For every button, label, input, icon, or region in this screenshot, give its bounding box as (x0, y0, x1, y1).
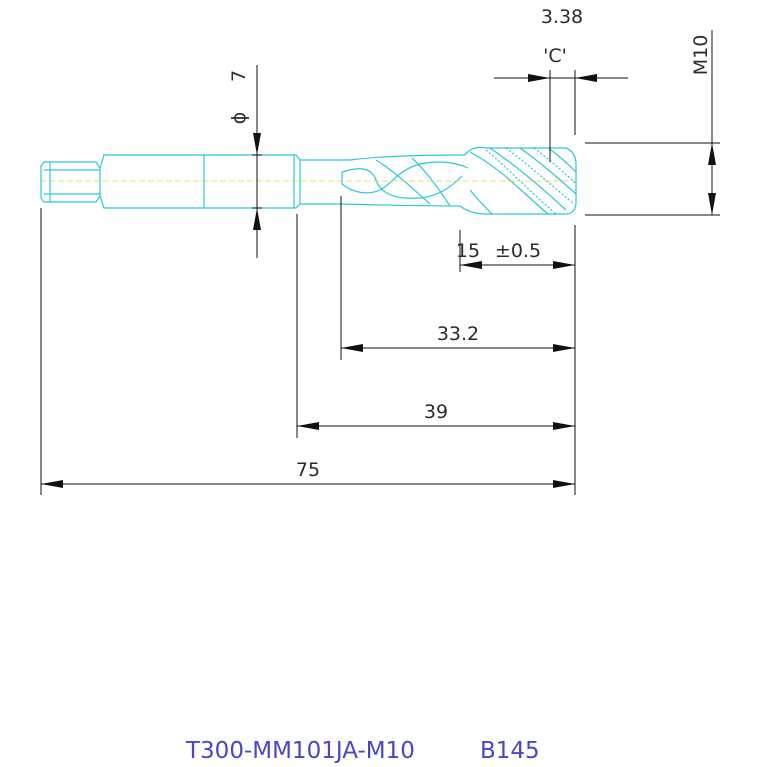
square-drive (40, 161, 101, 203)
drawing-code: B145 (480, 738, 540, 764)
diameter-value: 7 (228, 70, 250, 82)
length-75-dimension: 75 (41, 459, 575, 488)
diameter-dimension: ϕ 7 (228, 65, 262, 258)
length-39-dimension: 39 (297, 401, 575, 430)
spiral-flute-2 (341, 161, 469, 194)
thread-section (459, 146, 577, 215)
length-33-value: 33.2 (437, 323, 479, 345)
thread-diameter-dimension: M10 (585, 30, 720, 216)
shank (99, 154, 301, 209)
length-15-tolerance: ±0.5 (495, 240, 541, 262)
spiral-flute-1 (341, 168, 463, 199)
thread-label: M10 (690, 35, 712, 76)
pitch-label: 'C' (543, 45, 567, 67)
length-75-value: 75 (296, 459, 320, 481)
diameter-symbol: ϕ (228, 112, 250, 125)
length-15-value: 15 (456, 240, 480, 262)
neck (300, 154, 466, 207)
tap-tool-outline (40, 146, 577, 215)
pitch-dimension: 3.38 'C' (494, 6, 628, 162)
length-15-dimension: 15 ±0.5 (456, 240, 575, 269)
pitch-value: 3.38 (541, 6, 583, 28)
length-39-value: 39 (424, 401, 448, 423)
part-number: T300-MM101JA-M10 (185, 738, 415, 764)
length-33-dimension: 33.2 (341, 323, 575, 352)
